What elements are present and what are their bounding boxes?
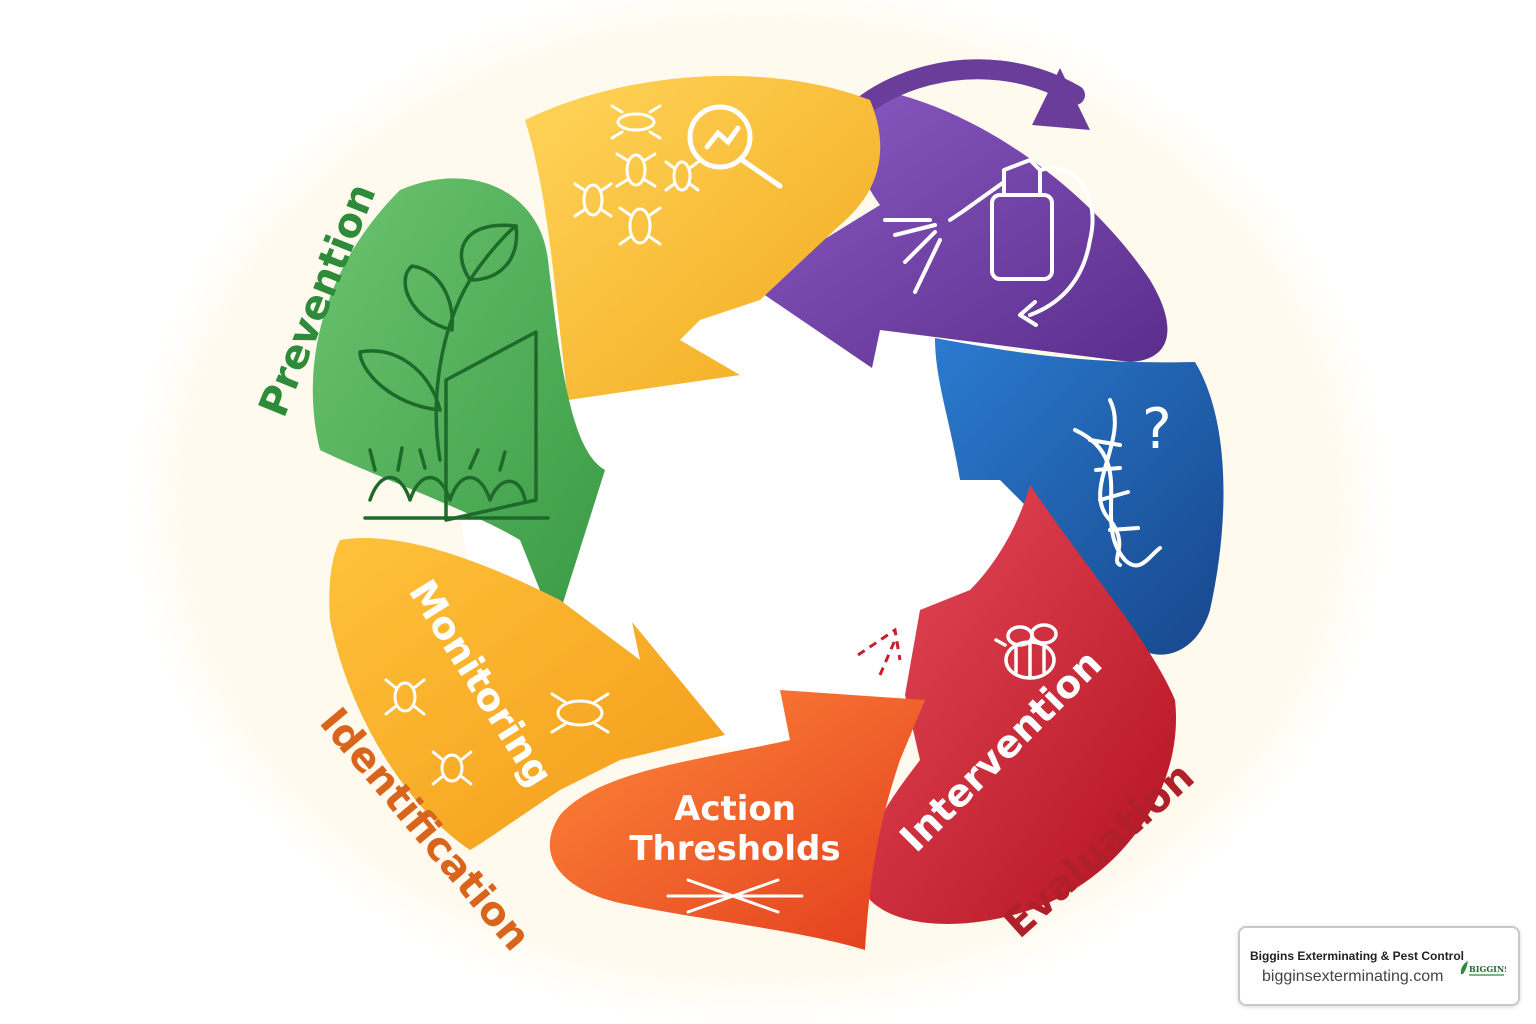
segment-label-thresholds: Thresholds (629, 829, 840, 869)
bug-icon (573, 104, 700, 246)
svg-text:BIGGINS: BIGGINS (1469, 964, 1506, 974)
bug-icon (384, 678, 610, 786)
segment-prevention-plant (312, 178, 605, 628)
magnifier-icon (687, 104, 783, 189)
segment-action-thresholds (549, 690, 925, 950)
company-name: Biggins Exterminating & Pest Control (1250, 949, 1465, 963)
segment-inspection (525, 75, 881, 400)
spray-bottle-icon (883, 158, 1095, 327)
segment-intervention (857, 485, 1177, 924)
crossed-lines-icon (666, 878, 804, 914)
segment-monitoring (329, 538, 725, 850)
bee-icon (994, 623, 1058, 680)
plant-icon (358, 223, 550, 522)
dna-icon (1073, 398, 1162, 568)
segment-genetics: ? (935, 338, 1224, 655)
segment-label-action: Action (674, 789, 796, 829)
company-url[interactable]: bigginsexterminating.com (1262, 968, 1444, 985)
attribution-badge[interactable]: Biggins Exterminating & Pest Control big… (1238, 926, 1520, 1006)
question-mark-icon: ? (1142, 397, 1172, 462)
dashed-arrow-icon (857, 627, 902, 676)
biggins-logo: BIGGINS (1460, 961, 1506, 976)
